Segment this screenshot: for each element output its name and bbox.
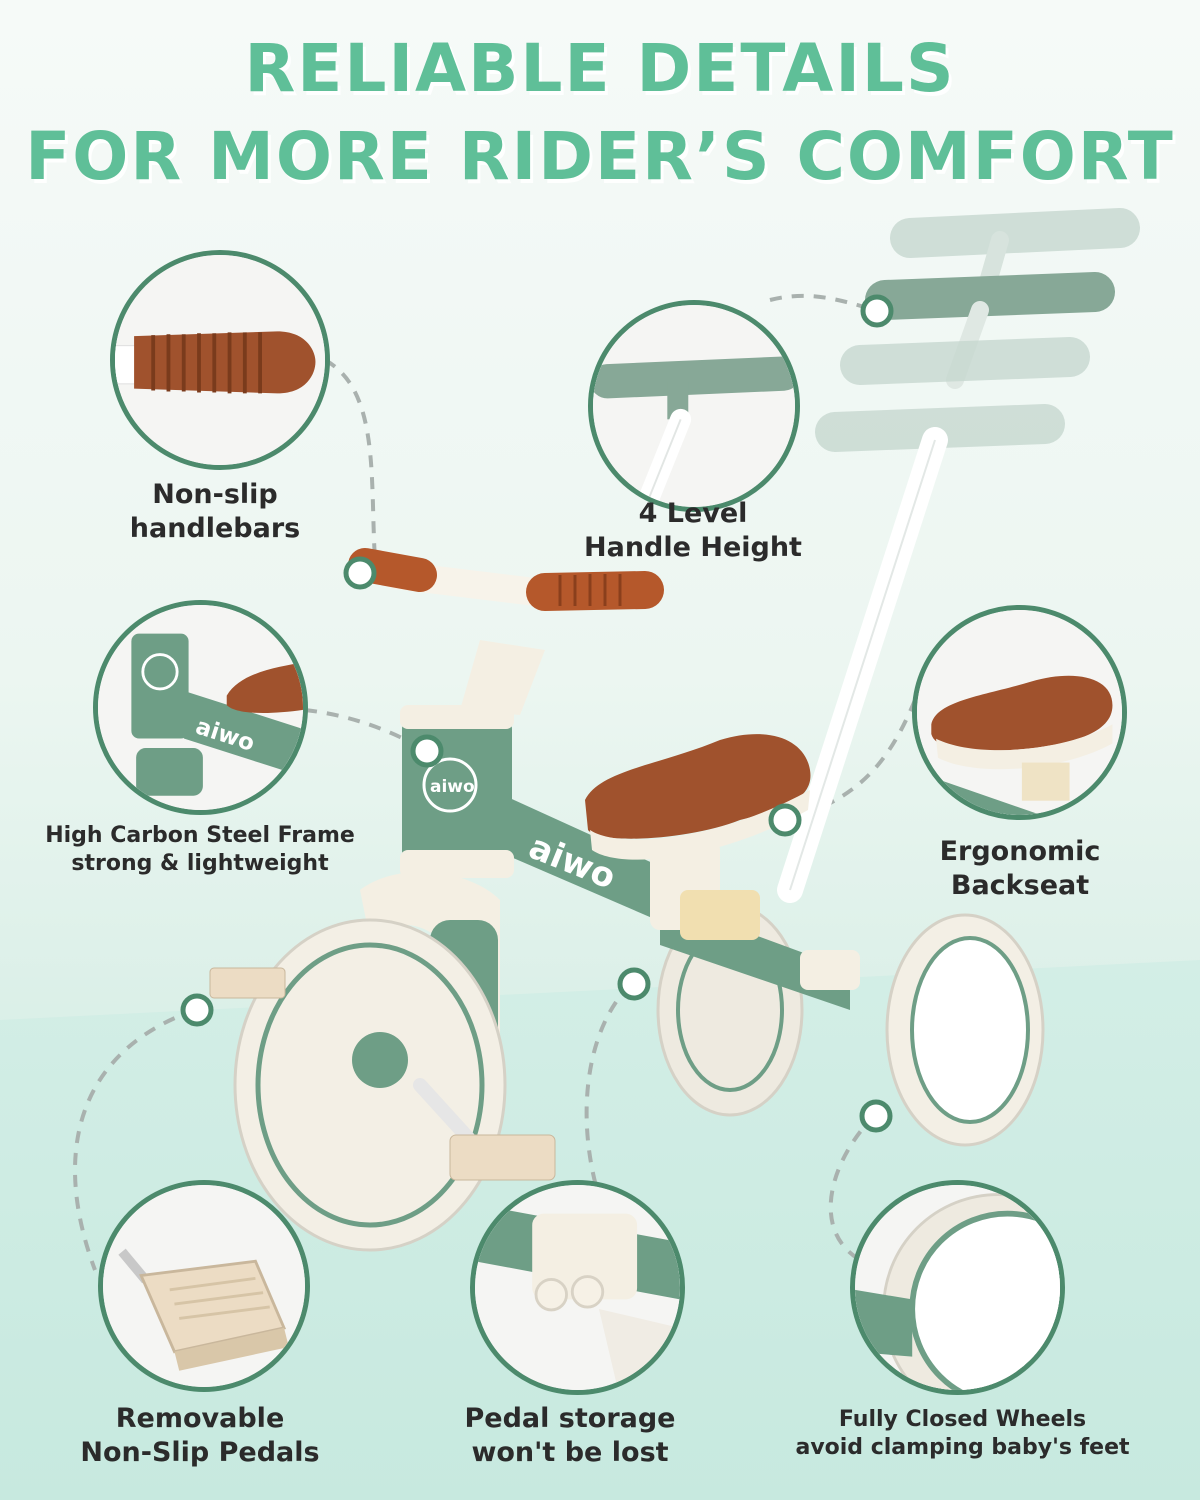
label-handle-height-line2: Handle Height — [584, 531, 802, 563]
handlebar-grip-detail — [110, 250, 330, 470]
label-pedal-storage-line1: Pedal storage — [464, 1403, 676, 1434]
backseat-detail — [912, 605, 1127, 820]
headtube-logo-text: aiwo — [430, 777, 475, 797]
label-handlebars: Non-slip handlebars — [95, 478, 335, 546]
title-line-1: RELIABLE DETAILS — [244, 30, 956, 107]
label-pedals-line2: Non-Slip Pedals — [80, 1436, 320, 1468]
label-backseat-line2: Backseat — [950, 869, 1090, 901]
label-wheels: Fully Closed Wheels avoid clamping baby'… — [760, 1406, 1165, 1461]
ghost-handles — [815, 208, 1140, 452]
title-line-2: FOR MORE RIDER’S COMFORT — [25, 118, 1175, 195]
connector-pedal-storage — [584, 983, 632, 1201]
label-handle-height-line1: 4 Level — [638, 498, 748, 529]
label-frame-line1: High Carbon Steel Frame — [45, 823, 355, 848]
label-pedal-storage: Pedal storage won't be lost — [430, 1402, 710, 1470]
label-pedals: Removable Non-Slip Pedals — [45, 1402, 355, 1470]
label-handle-height: 4 Level Handle Height — [568, 497, 818, 565]
connector-pedals — [73, 1008, 196, 1271]
marker-dots — [180, 294, 894, 1133]
label-wheels-line2: avoid clamping baby's feet — [795, 1434, 1130, 1460]
pedal-detail — [98, 1180, 310, 1392]
handle-height-detail — [588, 300, 800, 512]
label-frame: High Carbon Steel Frame strong & lightwe… — [15, 822, 385, 877]
label-handlebars-line1: Non-slip — [152, 479, 278, 510]
label-frame-line2: strong & lightweight — [71, 850, 329, 876]
closed-wheel-detail — [850, 1180, 1065, 1395]
label-pedal-storage-line2: won't be lost — [471, 1436, 669, 1468]
label-backseat-line1: Ergonomic — [939, 836, 1101, 867]
frame-detail: aiwo — [93, 600, 308, 815]
label-backseat: Ergonomic Backseat — [905, 835, 1135, 903]
label-wheels-line1: Fully Closed Wheels — [838, 1407, 1087, 1432]
label-pedals-line1: Removable — [115, 1403, 285, 1434]
label-handlebars-line2: handlebars — [129, 512, 301, 544]
connector-handle-height — [769, 293, 876, 312]
connector-wheels — [828, 1113, 877, 1262]
connector-handlebars — [324, 358, 377, 561]
pedal-storage-detail — [470, 1180, 685, 1395]
